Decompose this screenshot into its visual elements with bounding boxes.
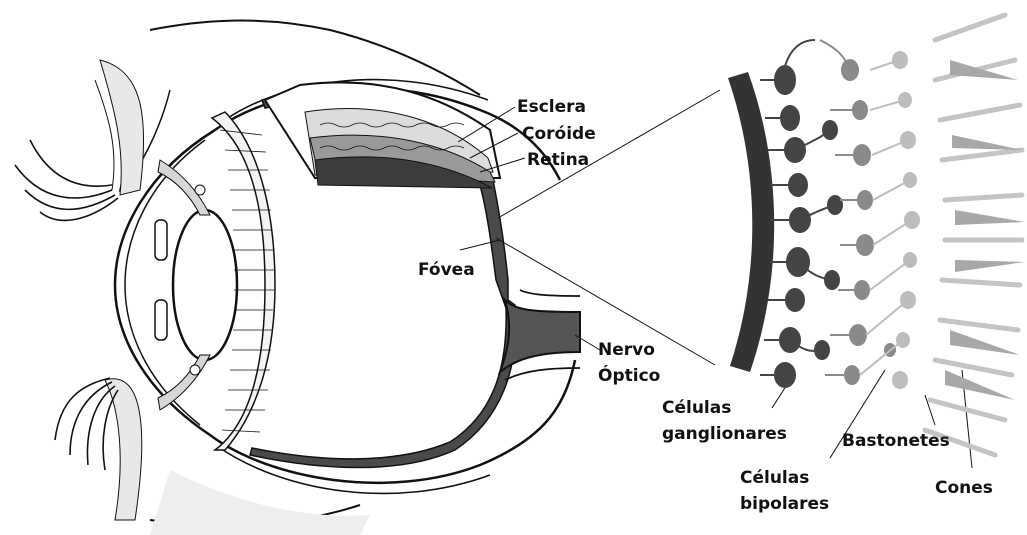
- optic-nerve: [500, 300, 580, 372]
- lower-eyelid: [55, 378, 370, 535]
- label-cones: Cones: [935, 478, 993, 498]
- label-nervo-optico-line1: Nervo: [598, 340, 655, 360]
- label-celulas-bipolares-line1: Células: [740, 468, 809, 488]
- label-fovea: Fóvea: [418, 260, 475, 280]
- eye-cross-section: [15, 21, 580, 535]
- label-celulas-ganglionares-line1: Células: [662, 398, 731, 418]
- label-celulas-ganglionares-line2: ganglionares: [662, 424, 787, 444]
- label-bastonetes: Bastonetes: [842, 431, 950, 451]
- photoreceptors: [860, 52, 919, 388]
- layer-cutaway: [265, 82, 500, 188]
- retina-magnified: [728, 15, 1025, 455]
- label-coroide: Coróide: [522, 124, 596, 144]
- label-retina: Retina: [527, 150, 589, 170]
- label-nervo-optico-line2: Óptico: [598, 364, 660, 386]
- label-celulas-bipolares-line2: bipolares: [740, 494, 829, 514]
- label-esclera: Esclera: [517, 97, 586, 117]
- lens: [173, 210, 237, 360]
